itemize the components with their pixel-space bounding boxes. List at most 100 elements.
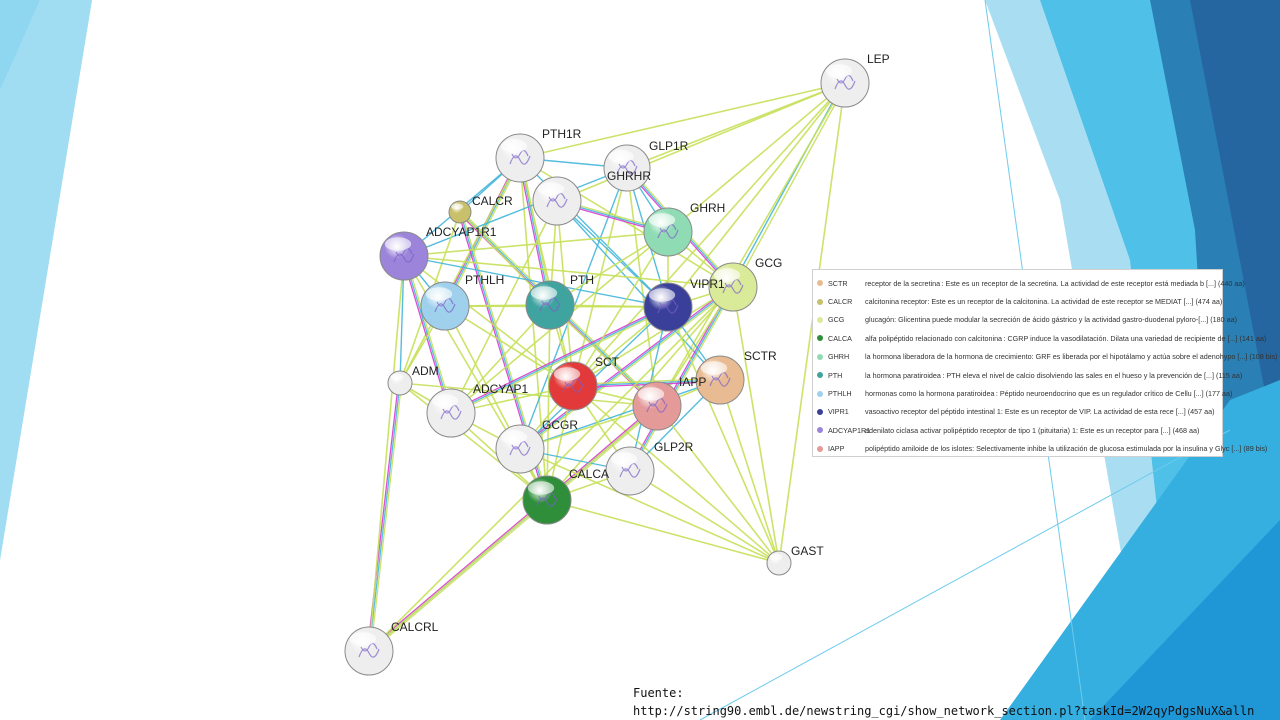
- legend-color-dot: [817, 445, 823, 452]
- node-highlight: [500, 139, 528, 153]
- network-edge: [572, 377, 720, 386]
- legend-row: CALCA alfa polipéptido relacionado con ca…: [817, 329, 1266, 347]
- network-node-adcyap1r1[interactable]: ADCYAP1R1: [379, 225, 497, 281]
- decorative-line: [699, 429, 1231, 720]
- node-label: LEP: [867, 52, 890, 66]
- network-node-calcr[interactable]: CALCR: [448, 194, 513, 224]
- network-edge: [572, 286, 734, 387]
- network-edge: [572, 231, 669, 387]
- network-edge: [518, 285, 733, 449]
- network-node-pth[interactable]: PTH: [525, 273, 594, 330]
- network-node-gcg[interactable]: GCG: [708, 256, 782, 312]
- network-node-ghrhr[interactable]: GHRHR: [532, 169, 651, 226]
- network-node-sctr[interactable]: SCTR: [695, 349, 777, 405]
- legend-gene: GHRH: [828, 352, 850, 362]
- right-accent-shape-darker: [1190, 0, 1280, 470]
- network-node-ghrh[interactable]: GHRH: [643, 201, 725, 257]
- protein-structure-icon: [619, 462, 641, 478]
- network-edge: [369, 383, 403, 652]
- node-highlight: [537, 182, 565, 196]
- network-edge: [519, 286, 734, 450]
- network-node-vipr1[interactable]: VIPR1: [643, 277, 725, 332]
- protein-structure-icon: [536, 491, 558, 507]
- node-label: IAPP: [679, 375, 706, 389]
- legend-description: adenilato ciclasa activar polipéptido re…: [865, 425, 1200, 435]
- network-node-lep[interactable]: LEP: [820, 52, 890, 108]
- legend-description: vasoactivo receptor del péptido intestin…: [865, 407, 1215, 417]
- protein-structure-icon: [509, 149, 531, 165]
- node-label: GAST: [791, 544, 824, 558]
- network-node-calcrl[interactable]: CALCRL: [344, 620, 439, 676]
- network-edge: [733, 83, 848, 289]
- protein-structure-icon: [616, 159, 638, 175]
- legend-row: VIPR1 vasoactivo receptor del péptido int…: [817, 403, 1218, 421]
- protein-structure-icon: [440, 404, 462, 420]
- node-highlight: [530, 286, 558, 300]
- node-highlight: [713, 268, 741, 282]
- node-highlight: [769, 553, 783, 561]
- node-label: SCT: [595, 355, 620, 369]
- protein-structure-icon: [539, 296, 561, 312]
- network-node-gcgr[interactable]: GCGR: [495, 418, 578, 474]
- node-label: CALCRL: [391, 620, 439, 634]
- network-edge: [656, 405, 780, 564]
- network-node-pthlh[interactable]: PTHLH: [420, 273, 504, 331]
- protein-structure-icon: [657, 298, 679, 314]
- node-highlight: [425, 287, 453, 301]
- node-label: PTHLH: [465, 273, 504, 287]
- node-label: ADCYAP1: [473, 382, 528, 396]
- node-label: GCGR: [542, 418, 578, 432]
- network-edge: [369, 500, 549, 653]
- network-node-adm[interactable]: ADM: [387, 364, 439, 396]
- legend-description: glucagón: Glicentina puede modular la se…: [865, 315, 1237, 325]
- legend-gene: CALCA: [828, 333, 852, 343]
- network-node-sct[interactable]: SCT: [548, 355, 620, 411]
- network-edge: [629, 286, 734, 472]
- network-node-glp2r[interactable]: GLP2R: [605, 440, 694, 496]
- node-label: ADCYAP1R1: [426, 225, 497, 239]
- node-label: GHRHR: [607, 169, 651, 183]
- network-edge: [519, 448, 780, 564]
- legend-description: alfa polipéptido relacionado con calcito…: [865, 333, 1267, 343]
- node-highlight: [500, 430, 528, 444]
- network-node-glp1r[interactable]: GLP1R: [603, 139, 689, 192]
- network-edge: [520, 287, 735, 451]
- bottom-right-shape-2: [1090, 520, 1280, 720]
- protein-structure-icon: [834, 74, 856, 90]
- legend-gene: IAPP: [828, 444, 845, 454]
- protein-structure-icon: [393, 247, 415, 263]
- node-highlight: [349, 632, 377, 646]
- legend-description: receptor de la secretina : Este es un re…: [865, 278, 1245, 288]
- legend-color-dot: [817, 427, 823, 434]
- legend-gene: PTHLH: [828, 389, 852, 399]
- network-edge: [399, 382, 548, 501]
- network-edge: [368, 382, 401, 652]
- network-edge: [399, 382, 658, 407]
- legend-color-dot: [817, 298, 823, 305]
- node-label: GHRH: [690, 201, 725, 215]
- node-highlight: [527, 481, 555, 495]
- legend-gene: PTH: [828, 370, 843, 380]
- network-node-gast[interactable]: GAST: [766, 544, 824, 576]
- network-node-pth1r[interactable]: PTH1R: [495, 127, 582, 183]
- protein-structure-icon: [562, 377, 584, 393]
- network-edge: [629, 470, 780, 564]
- legend-row: PTHLH hormonas como la hormona paratiroid…: [817, 384, 1232, 402]
- legend-description: hormonas como la hormona paratiroidea : …: [865, 389, 1233, 399]
- node-highlight: [825, 64, 853, 78]
- node-label: PTH1R: [542, 127, 582, 141]
- legend-gene: VIPR1: [828, 407, 849, 417]
- legend-description: calcitonina receptor: Este es un recepto…: [865, 297, 1223, 307]
- source-url[interactable]: http://string90.embl.de/newstring_cgi/sh…: [633, 704, 1255, 718]
- network-edge: [556, 200, 669, 308]
- node-label: CALCA: [569, 467, 609, 481]
- network-node-calca[interactable]: CALCA: [522, 467, 609, 525]
- network-node-adcyap1[interactable]: ADCYAP1: [426, 382, 528, 438]
- network-node-iapp[interactable]: IAPP: [632, 375, 706, 431]
- network-edge: [368, 405, 658, 652]
